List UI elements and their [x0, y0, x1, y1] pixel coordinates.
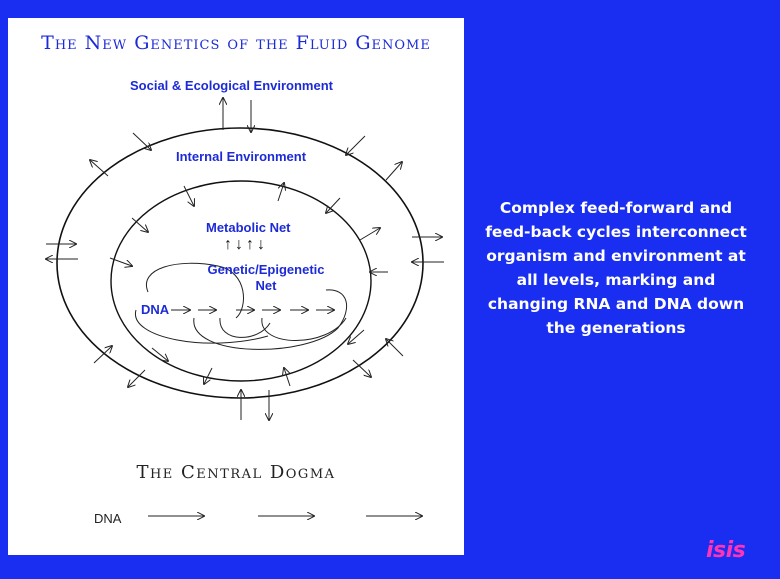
- internal-environment-ellipse: [110, 180, 372, 382]
- internal-environment-label: Internal Environment: [176, 149, 307, 164]
- central-dogma-title: The Central Dogma: [136, 462, 336, 483]
- net-loop: [135, 309, 269, 344]
- dna-label: DNA: [141, 302, 170, 317]
- genetic-net-label: Genetic/Epigenetic Net: [207, 262, 325, 293]
- arrow-diag: [90, 160, 109, 177]
- arrow-inner: [359, 228, 380, 241]
- arrow-inner: [348, 329, 365, 344]
- arrow-inner: [284, 368, 291, 387]
- net-loop: [145, 262, 244, 319]
- arrow-diag: [128, 369, 146, 387]
- arrow-inner: [109, 257, 132, 266]
- arrow-inner: [183, 185, 194, 206]
- net-loop: [193, 289, 347, 350]
- diagram-title: The New Genetics of the Fluid Genome: [41, 32, 431, 54]
- arrow-inner: [277, 183, 284, 202]
- diagram-panel: The New Genetics of the Fluid Genome: [8, 18, 464, 555]
- metabolic-net-label: Metabolic Net: [206, 220, 291, 235]
- net-loop: [261, 317, 347, 341]
- arrow-inner: [204, 367, 213, 384]
- fluid-genome-diagram: [8, 18, 444, 555]
- slide-caption: Complex feed-forward and feed-back cycle…: [485, 199, 747, 337]
- central-dogma-dna-label: DNA: [94, 511, 122, 526]
- arrow-inner: [151, 347, 168, 361]
- arrow-diag: [386, 339, 404, 357]
- metabolic-arrows: ↑↓↑↓: [224, 236, 268, 253]
- arrow-inner: [326, 197, 341, 213]
- outer-environment-ellipse: [56, 127, 424, 399]
- arrow-diag: [132, 132, 151, 150]
- isis-logo: isis: [706, 538, 746, 563]
- arrow-diag: [346, 135, 366, 155]
- arrow-diag: [385, 162, 402, 181]
- arrow-diag: [93, 346, 112, 364]
- arrow-diag: [352, 359, 371, 377]
- net-loop: [219, 317, 271, 338]
- arrow-inner: [131, 217, 148, 232]
- social-environment-label: Social & Ecological Environment: [130, 78, 333, 93]
